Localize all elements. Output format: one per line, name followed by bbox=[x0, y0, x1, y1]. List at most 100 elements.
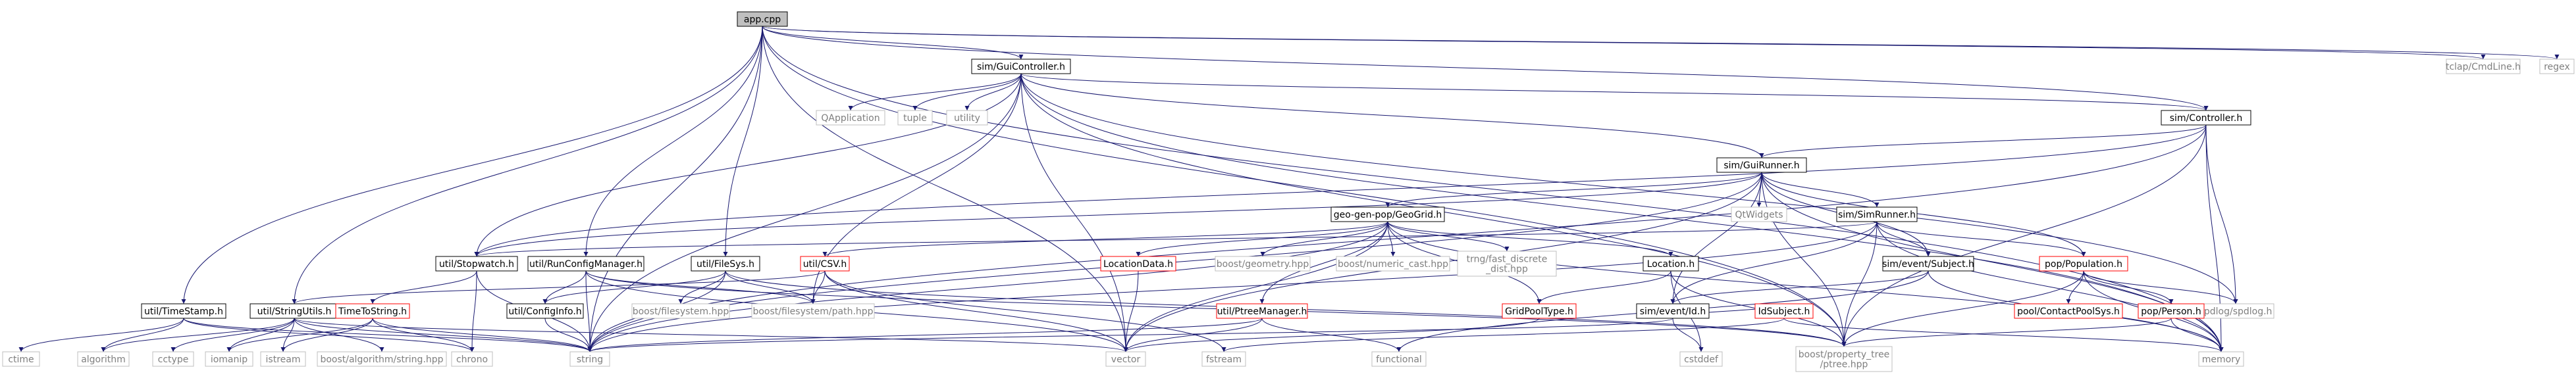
graph-node-evid[interactable]: sim/event/Id.h bbox=[1636, 303, 1710, 319]
node-label: _dist.hpp bbox=[1485, 264, 1528, 275]
node-label: chrono bbox=[456, 354, 488, 365]
node-box bbox=[435, 256, 518, 272]
dependency-edge bbox=[762, 26, 1128, 352]
node-box bbox=[1100, 256, 1176, 272]
graph-node-location[interactable]: Location.h bbox=[1643, 256, 1699, 272]
dependency-edge bbox=[1020, 73, 2238, 304]
graph-node-qapp: QApplication bbox=[816, 110, 885, 126]
dependency-edge bbox=[587, 73, 1022, 352]
graph-node-simrunner[interactable]: sim/GuiRunner.h bbox=[1716, 157, 1807, 173]
graph-node-timetostr[interactable]: TimeToString.h bbox=[335, 303, 410, 319]
node-box bbox=[1836, 206, 1918, 222]
dependency-edge bbox=[370, 270, 477, 304]
graph-node-csv[interactable]: util/CSV.h bbox=[800, 256, 850, 272]
node-box bbox=[1336, 256, 1450, 272]
dependency-edge bbox=[294, 318, 592, 352]
node-box bbox=[260, 351, 306, 367]
node-box bbox=[2, 351, 40, 367]
dependency-edge bbox=[762, 26, 1847, 347]
node-box bbox=[1882, 256, 1974, 272]
node-label: geo-gen-pop/GeoGrid.h bbox=[1334, 210, 1442, 220]
graph-node-filesys[interactable]: util/FileSys.h bbox=[691, 256, 760, 272]
dependency-edge bbox=[587, 318, 1263, 352]
graph-node-popperson[interactable]: pop/Person.h bbox=[2138, 303, 2205, 319]
dependency-edge bbox=[183, 318, 592, 352]
dependency-edge bbox=[1020, 73, 1128, 352]
graph-node-simrun[interactable]: sim/SimRunner.h bbox=[1836, 206, 1918, 222]
graph-node-contactpool[interactable]: pool/ContactPoolSys.h bbox=[2014, 303, 2123, 319]
dependency-edge bbox=[1123, 318, 1263, 352]
node-box bbox=[1636, 303, 1710, 319]
node-box bbox=[1795, 346, 1893, 372]
node-box bbox=[2039, 256, 2128, 272]
node-label: boost/filesystem/path.hpp bbox=[752, 306, 873, 317]
graph-node-tuple: tuple bbox=[897, 110, 933, 126]
node-label: QApplication bbox=[821, 113, 880, 124]
node-box bbox=[506, 303, 584, 319]
dependency-edge bbox=[824, 270, 1128, 352]
dependency-edge bbox=[1761, 172, 1847, 347]
graph-node-poppop[interactable]: pop/Population.h bbox=[2039, 256, 2128, 272]
graph-node-app[interactable]: app.cpp bbox=[737, 11, 788, 27]
graph-node-functional: functional bbox=[1371, 351, 1427, 367]
node-label: algorithm bbox=[81, 354, 126, 365]
graph-node-timestamp[interactable]: util/TimeStamp.h bbox=[141, 303, 226, 319]
graph-node-idsubject[interactable]: IdSubject.h bbox=[1754, 303, 1814, 319]
dependency-edge bbox=[1761, 172, 2086, 257]
graph-node-regex: regex bbox=[2539, 59, 2575, 74]
graph-node-iomanip: iomanip bbox=[205, 351, 253, 367]
node-label: iomanip bbox=[211, 354, 248, 365]
graph-node-locdata[interactable]: LocationData.h bbox=[1100, 256, 1176, 272]
dependency-edge bbox=[1841, 318, 2172, 347]
graph-node-spdlog: spdlog/spdlog.h bbox=[2197, 303, 2274, 319]
node-box bbox=[751, 303, 875, 319]
graph-node-runcfg[interactable]: util/RunConfigManager.h bbox=[527, 256, 644, 272]
graph-node-cctype: cctype bbox=[152, 351, 194, 367]
node-box bbox=[205, 351, 253, 367]
dependency-edge bbox=[1123, 318, 1540, 352]
node-label: cstddef bbox=[1684, 354, 1719, 365]
dependency-edge bbox=[1123, 270, 1139, 352]
node-box bbox=[631, 303, 730, 319]
dependency-edge bbox=[1259, 221, 1388, 304]
node-label: QtWidgets bbox=[1735, 210, 1783, 220]
graph-node-algorithm: algorithm bbox=[77, 351, 130, 367]
graph-node-stringutils[interactable]: util/StringUtils.h bbox=[250, 303, 339, 319]
node-label: Location.h bbox=[1647, 259, 1695, 270]
node-label: boost/geometry.hpp bbox=[1217, 259, 1309, 270]
graph-node-stopwatch[interactable]: util/Stopwatch.h bbox=[435, 256, 518, 272]
dependency-edge bbox=[171, 318, 295, 352]
node-box bbox=[2198, 351, 2244, 367]
graph-node-guictl[interactable]: sim/GuiController.h bbox=[971, 59, 1071, 74]
node-label: fstream bbox=[1206, 354, 1242, 365]
graph-node-simctl[interactable]: sim/Controller.h bbox=[2161, 110, 2251, 126]
node-label: util/CSV.h bbox=[803, 259, 847, 270]
dependency-edge bbox=[2205, 124, 2238, 304]
node-box bbox=[2014, 303, 2123, 319]
graph-node-trngfdd: trng/fast_discrete_dist.hpp bbox=[1457, 251, 1557, 277]
graph-node-bfs: boost/filesystem.hpp bbox=[631, 303, 730, 319]
node-label: utility bbox=[954, 113, 980, 124]
graph-node-geogrid[interactable]: geo-gen-pop/GeoGrid.h bbox=[1330, 206, 1445, 222]
node-box bbox=[1643, 256, 1699, 272]
graph-node-ptreemgr[interactable]: util/PtreeManager.h bbox=[1216, 303, 1308, 319]
graph-node-ptree: boost/property_tree/ptree.hpp bbox=[1795, 346, 1893, 372]
graph-node-gridpop[interactable]: GridPoolType.h bbox=[1502, 303, 1577, 319]
node-box bbox=[1371, 351, 1427, 367]
dependency-edge bbox=[1670, 270, 1929, 304]
graph-node-evsubject[interactable]: sim/event/Subject.h bbox=[1882, 256, 1974, 272]
dependency-edge bbox=[725, 270, 816, 304]
dependency-edge bbox=[226, 318, 295, 352]
node-box bbox=[1215, 256, 1311, 272]
dependency-edge bbox=[1537, 270, 1671, 304]
node-box bbox=[77, 351, 130, 367]
node-box bbox=[816, 110, 885, 126]
dependency-edge bbox=[1672, 318, 1704, 352]
node-box bbox=[971, 59, 1071, 74]
graph-node-qtwidgets: QtWidgets bbox=[1731, 206, 1787, 222]
node-box bbox=[1731, 206, 1787, 222]
node-label: boost/algorithm/string.hpp bbox=[320, 354, 443, 365]
dependency-edge bbox=[583, 26, 763, 257]
graph-node-configinfo[interactable]: util/ConfigInfo.h bbox=[506, 303, 584, 319]
